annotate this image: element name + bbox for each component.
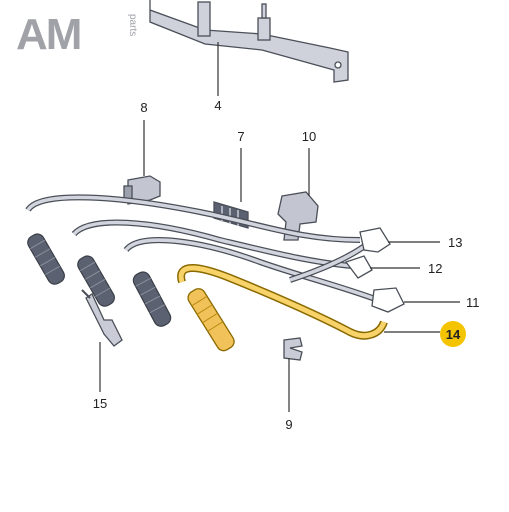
callout-8: 8 xyxy=(140,100,147,115)
callout-7: 7 xyxy=(237,129,244,144)
callout-15: 15 xyxy=(93,396,107,411)
lead-end-caps xyxy=(344,227,405,313)
am-parts-logo: AM parts xyxy=(16,10,138,59)
logo-suffix: parts xyxy=(127,14,138,36)
callout-13: 13 xyxy=(448,235,462,250)
callout-11: 11 xyxy=(466,295,480,310)
callout-9: 9 xyxy=(285,417,292,432)
spark-plug-part-15 xyxy=(81,289,123,347)
highlight-badge xyxy=(440,321,466,347)
callout-14: 14 xyxy=(446,327,461,342)
leader-lines xyxy=(99,42,460,412)
callout-4: 4 xyxy=(214,98,221,113)
ignition-leads xyxy=(25,194,380,303)
callout-10: 10 xyxy=(302,129,316,144)
clip-part-9 xyxy=(283,337,303,361)
logo-letters: AM xyxy=(16,10,80,59)
bracket-rail-part xyxy=(149,0,349,83)
plug-boots xyxy=(27,233,172,327)
highlighted-lead-part-14 xyxy=(177,264,388,340)
clip-part-8 xyxy=(123,175,161,205)
highlighted-boot-part-14 xyxy=(187,288,235,352)
callout-12: 12 xyxy=(428,261,442,276)
